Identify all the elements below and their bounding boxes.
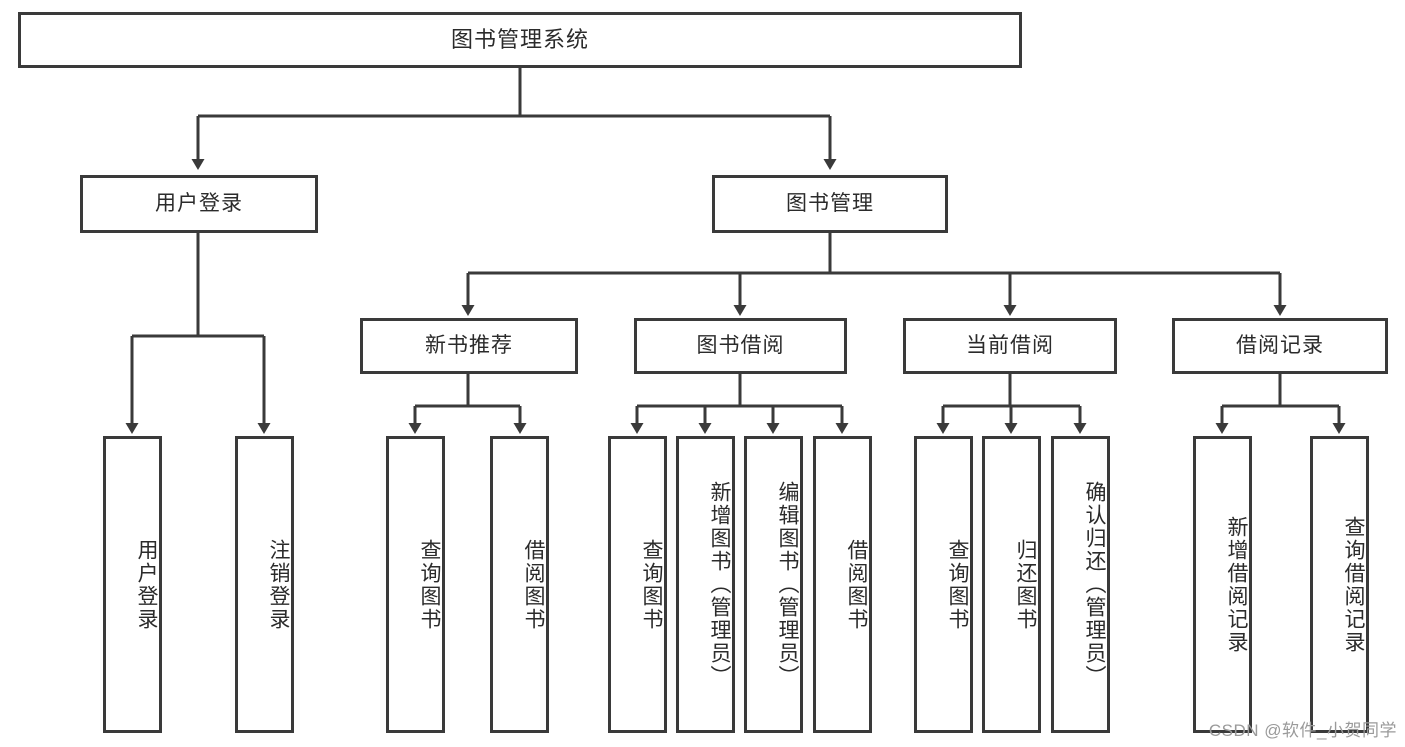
leaf-query-book-current[interactable]: 查询图书 xyxy=(914,436,973,733)
node-label: 借阅记录 xyxy=(1236,334,1324,358)
leaf-query-book-recommend[interactable]: 查询图书 xyxy=(386,436,445,733)
leaf-query-book-borrow[interactable]: 查询图书 xyxy=(608,436,667,733)
node-label: 图书借阅 xyxy=(696,334,785,358)
node-label: 新增图书（管理员） xyxy=(708,481,731,688)
watermark-text: CSDN @软件_小贺同学 xyxy=(1208,721,1397,740)
leaf-return-book[interactable]: 归还图书 xyxy=(982,436,1041,733)
leaf-borrow-book-recommend[interactable]: 借阅图书 xyxy=(490,436,549,733)
leaf-query-borrow-record[interactable]: 查询借阅记录 xyxy=(1310,436,1369,733)
node-label: 归还图书 xyxy=(1014,538,1037,631)
leaf-borrow-book[interactable]: 借阅图书 xyxy=(813,436,872,733)
node-label: 新增借阅记录 xyxy=(1225,515,1248,654)
node-label: 注销登录 xyxy=(267,538,290,631)
leaf-add-borrow-record[interactable]: 新增借阅记录 xyxy=(1193,436,1252,733)
leaf-confirm-return-admin[interactable]: 确认归还（管理员） xyxy=(1051,436,1110,733)
node-label: 查询图书 xyxy=(946,538,969,631)
leaf-edit-book-admin[interactable]: 编辑图书（管理员） xyxy=(744,436,803,733)
node-label: 用户登录 xyxy=(155,192,243,216)
node-label: 新书推荐 xyxy=(425,334,513,358)
node-label: 查询借阅记录 xyxy=(1342,515,1365,654)
node-borrow-record[interactable]: 借阅记录 xyxy=(1172,318,1388,374)
node-book-management[interactable]: 图书管理 xyxy=(712,175,948,233)
node-new-book-recommend[interactable]: 新书推荐 xyxy=(360,318,578,374)
node-label: 当前借阅 xyxy=(966,334,1054,358)
node-label: 编辑图书（管理员） xyxy=(776,481,799,688)
node-label: 借阅图书 xyxy=(522,538,545,631)
node-current-borrow[interactable]: 当前借阅 xyxy=(903,318,1117,374)
node-label: 确认归还（管理员） xyxy=(1083,481,1106,688)
node-label: 查询图书 xyxy=(640,538,663,631)
node-root-book-management-system[interactable]: 图书管理系统 xyxy=(18,12,1022,68)
node-label: 查询图书 xyxy=(418,538,441,631)
leaf-logout[interactable]: 注销登录 xyxy=(235,436,294,733)
node-label: 图书管理 xyxy=(786,192,874,216)
leaf-add-book-admin[interactable]: 新增图书（管理员） xyxy=(676,436,735,733)
node-user-login[interactable]: 用户登录 xyxy=(80,175,318,233)
leaf-user-login[interactable]: 用户登录 xyxy=(103,436,162,733)
node-label: 用户登录 xyxy=(135,538,158,631)
node-label: 借阅图书 xyxy=(845,538,868,631)
node-book-borrow[interactable]: 图书借阅 xyxy=(634,318,847,374)
node-label: 图书管理系统 xyxy=(450,26,589,52)
